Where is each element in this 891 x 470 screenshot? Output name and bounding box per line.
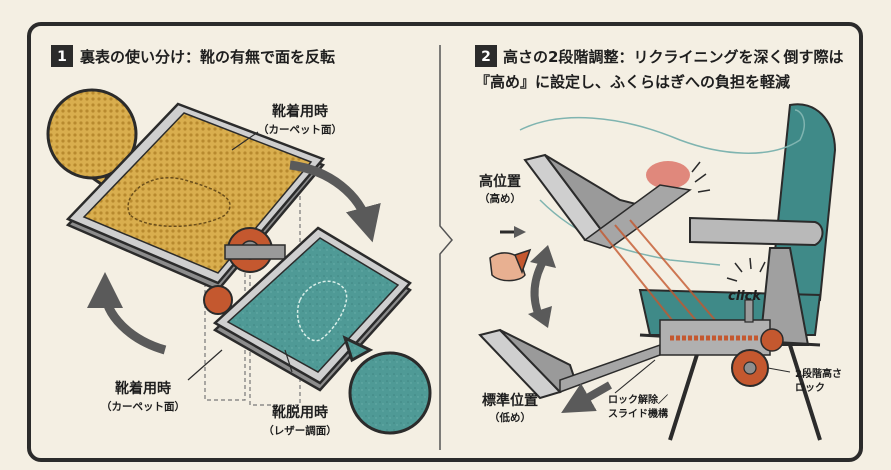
panel1-number: 1 bbox=[57, 49, 67, 65]
panel1-leader-lines bbox=[187, 131, 293, 381]
two-stage-lock-label-line1: 2段階高さ bbox=[795, 367, 842, 380]
calf-strain-highlight bbox=[646, 161, 690, 189]
slide-direction-arrow-icon bbox=[561, 381, 612, 413]
footrest-bottom-plate-leather bbox=[212, 226, 412, 392]
left-carpet-label: 靴着用時 bbox=[115, 380, 171, 397]
footrest-high-position bbox=[523, 153, 692, 249]
footrest-standard-position bbox=[478, 328, 661, 400]
hinge-gear-mechanism bbox=[203, 227, 286, 315]
left-carpet-sublabel: （カーペット面） bbox=[101, 400, 185, 413]
high-position-label: 高位置 bbox=[479, 173, 521, 190]
panel2-number-badge bbox=[475, 45, 497, 67]
hand-lever-icon bbox=[489, 226, 532, 282]
high-position-sublabel: （高め） bbox=[479, 192, 521, 205]
foot-outline bbox=[296, 280, 348, 342]
top-carpet-sublabel: （カーペット面） bbox=[258, 123, 342, 136]
lock-gear-small-icon bbox=[760, 328, 784, 352]
two-stage-lock-label-line2: ロック bbox=[795, 382, 825, 394]
panel2-number: 2 bbox=[481, 49, 491, 65]
panel2-leader-lines bbox=[614, 359, 791, 394]
right-leather-sublabel: （レザー調面） bbox=[263, 424, 337, 437]
panel-divider bbox=[439, 45, 453, 450]
click-burst-icon bbox=[726, 257, 766, 282]
height-adjust-arrow-icon bbox=[528, 245, 556, 328]
panel1-title: 裏表の使い分け：靴の有無で面を反転 bbox=[79, 48, 335, 66]
panel2-header: 2 高さの2段階調整：リクライニングを深く倒す際は 『高め』に設定し、ふくらはぎ… bbox=[475, 45, 843, 91]
lock-release-label-line2: スライド機構 bbox=[608, 407, 668, 420]
flip-arrow-left-icon bbox=[87, 272, 167, 355]
panel2-title-line2: 『高め』に設定し、ふくらはぎへの負担を軽減 bbox=[475, 73, 790, 91]
slide-lock-mechanism bbox=[659, 299, 784, 387]
panel1-header: 1 裏表の使い分け：靴の有無で面を反転 bbox=[51, 45, 335, 67]
leather-texture-bubble bbox=[342, 335, 432, 435]
relief-spark-lines bbox=[691, 161, 711, 193]
standard-position-label: 標準位置 bbox=[482, 392, 538, 409]
standard-position-sublabel: （低め） bbox=[489, 411, 531, 424]
footrest-top-plate-carpet bbox=[65, 102, 326, 292]
panel2-title-line1: 高さの2段階調整：リクライニングを深く倒す際は bbox=[503, 48, 843, 66]
click-text: click bbox=[728, 289, 762, 304]
panel1-number-badge bbox=[51, 45, 73, 67]
extension-rails bbox=[599, 219, 716, 331]
top-carpet-label: 靴着用時 bbox=[272, 103, 328, 120]
flip-arrow-right-icon bbox=[289, 160, 381, 243]
carpet-texture-bubble bbox=[46, 88, 138, 189]
lock-release-label-line1: ロック解除／ bbox=[608, 393, 668, 406]
right-leather-label: 靴脱用時 bbox=[272, 404, 328, 421]
